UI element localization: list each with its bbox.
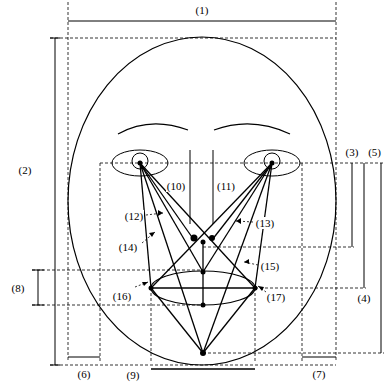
callout-number: (12) bbox=[124, 210, 144, 222]
callout-number: (6) bbox=[77, 368, 92, 380]
callout-number: (8) bbox=[11, 282, 26, 294]
callout-number: (14) bbox=[118, 241, 138, 253]
callout-number: (1) bbox=[195, 4, 210, 16]
callout-number: (17) bbox=[266, 291, 286, 303]
callout-number: (4) bbox=[357, 292, 372, 304]
callout-number: (7) bbox=[312, 368, 327, 380]
callout-number: (15) bbox=[260, 260, 280, 272]
callout-number: (16) bbox=[112, 290, 132, 302]
callout-number: (10) bbox=[166, 180, 186, 192]
callout-number: (11) bbox=[216, 180, 236, 192]
callout-number: (2) bbox=[18, 164, 33, 176]
callout-number: (5) bbox=[367, 146, 382, 158]
callout-number: (13) bbox=[255, 217, 275, 229]
callout-number: (3) bbox=[345, 146, 360, 158]
callout-number: (9) bbox=[126, 369, 141, 381]
